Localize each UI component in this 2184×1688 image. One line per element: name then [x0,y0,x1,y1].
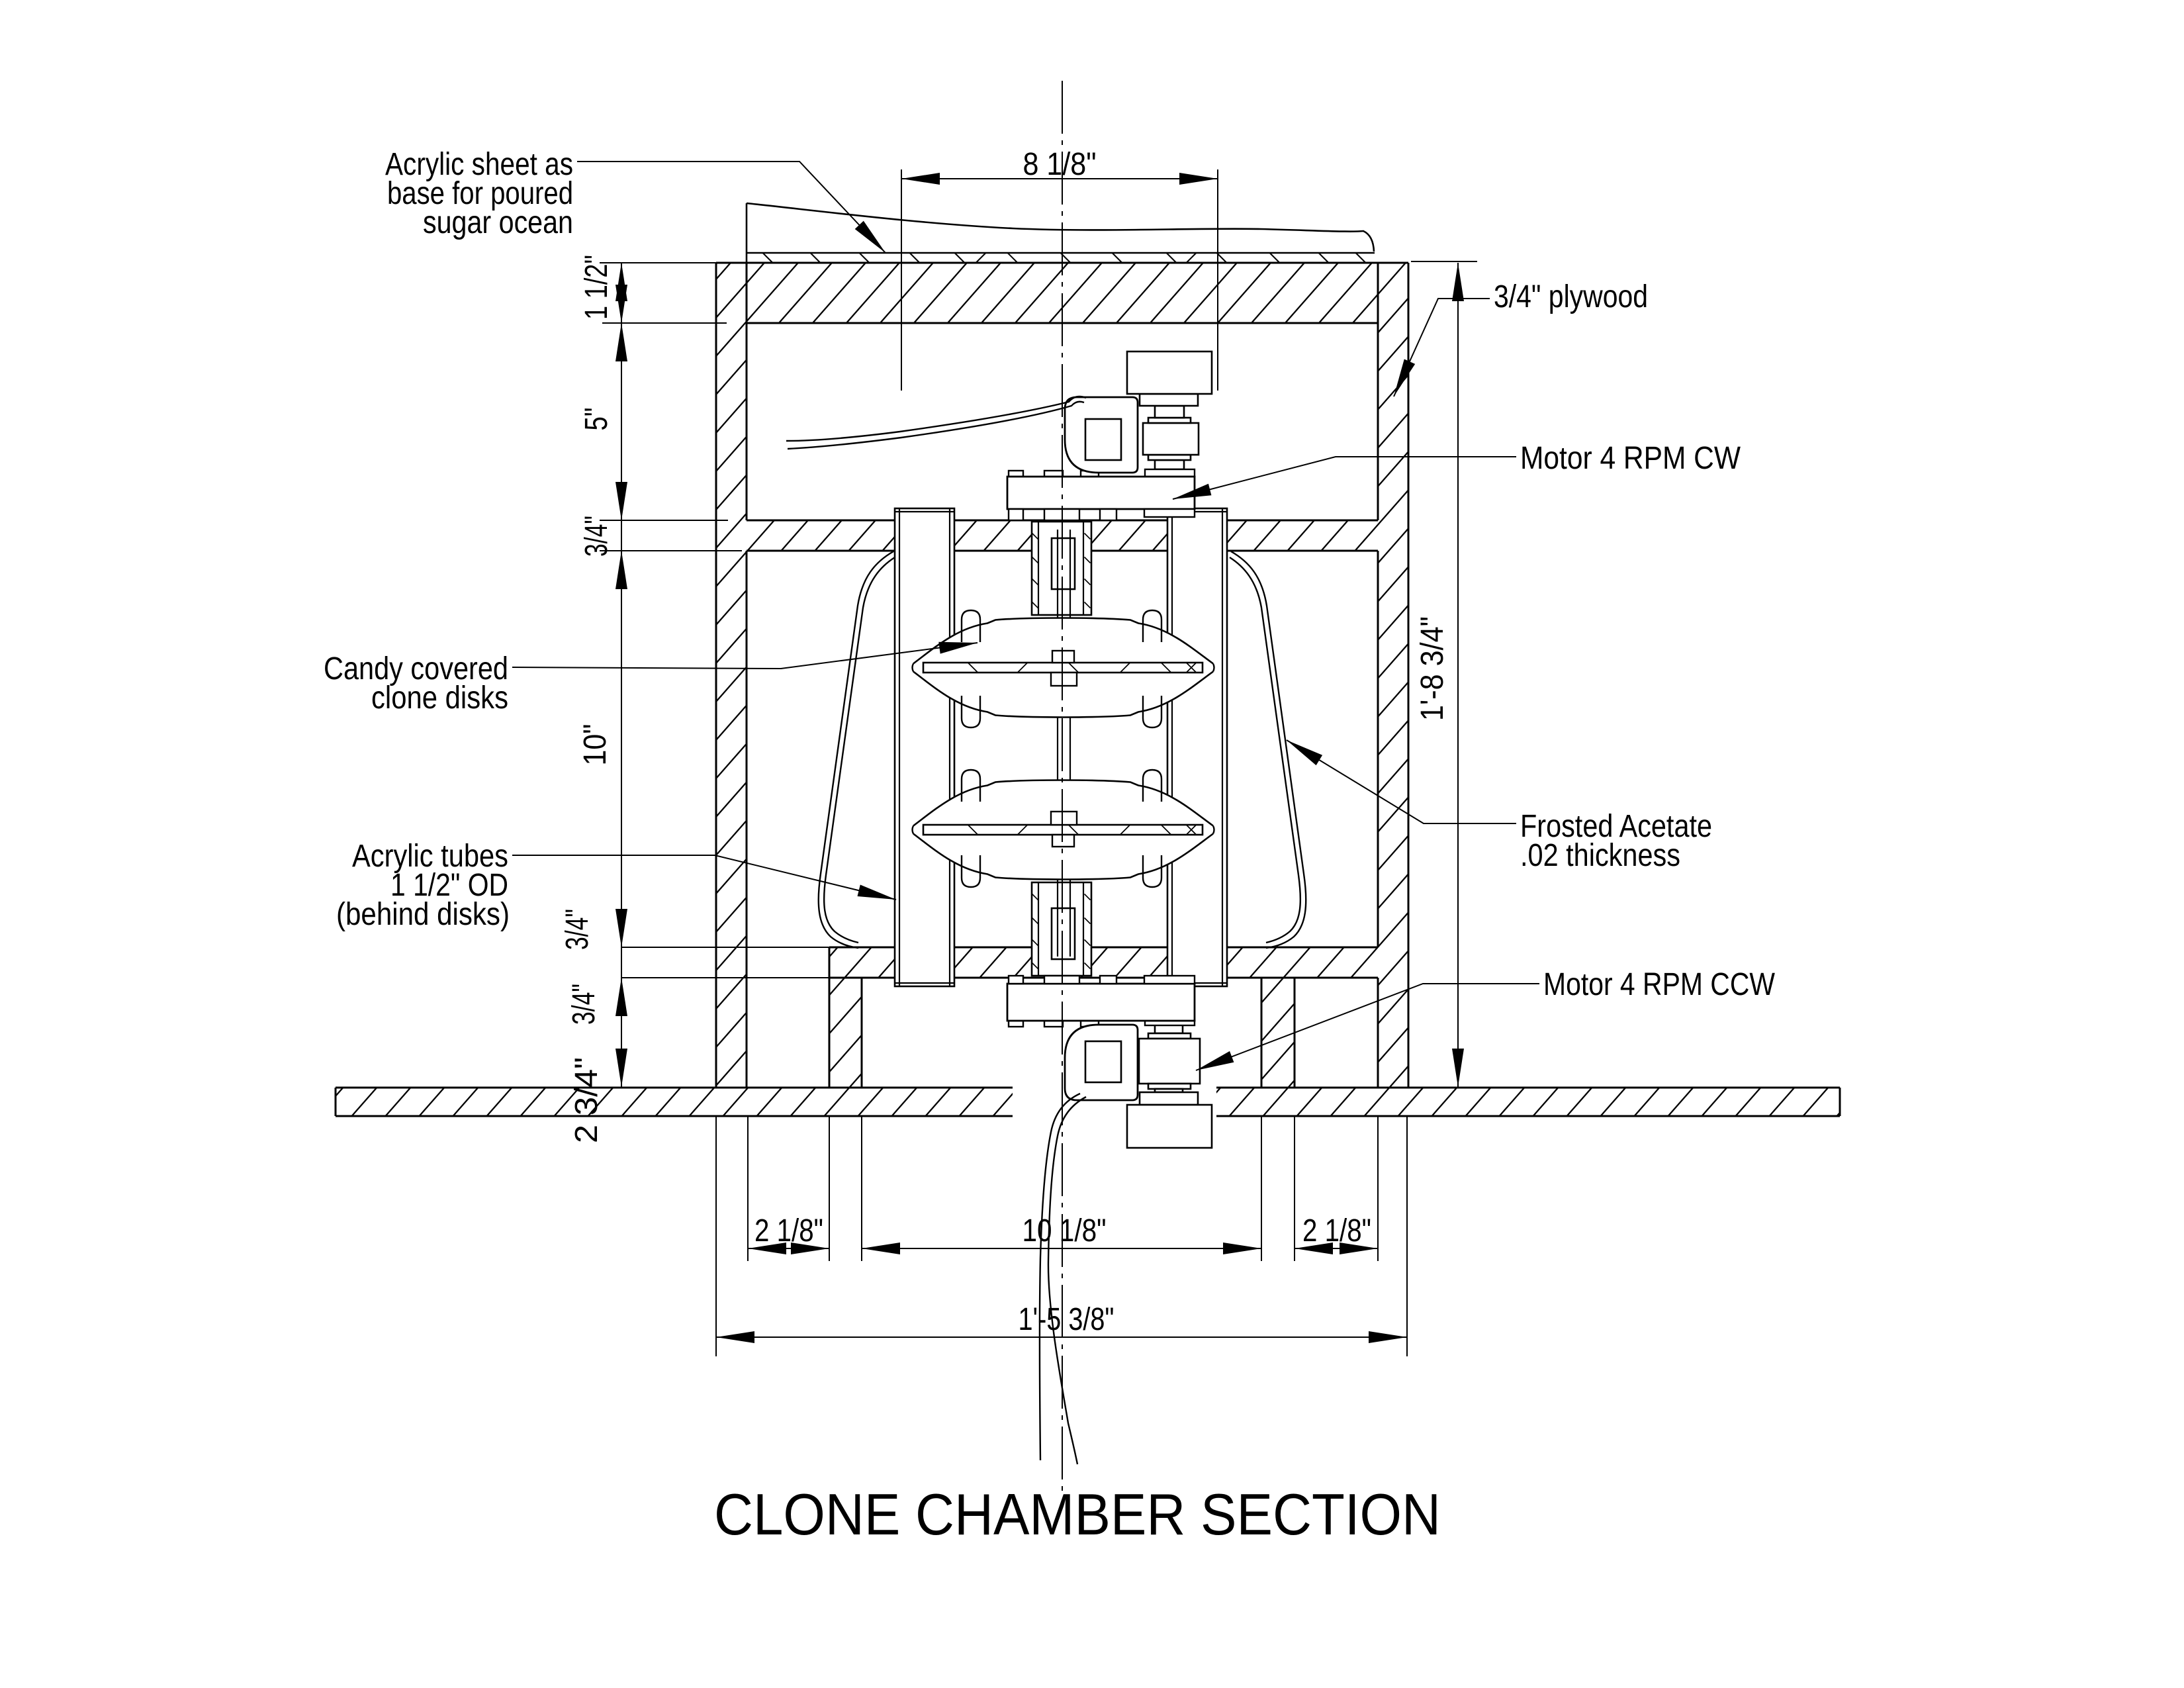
svg-text:8 1/8": 8 1/8" [1023,147,1097,182]
svg-text:1'-5 3/8": 1'-5 3/8" [1019,1302,1115,1337]
svg-text:1 1/2": 1 1/2" [579,255,614,320]
svg-text:sugar ocean: sugar ocean [423,205,573,240]
svg-text:1'-8 3/4": 1'-8 3/4" [1415,616,1450,721]
svg-text:clone disks: clone disks [371,680,508,716]
svg-text:5": 5" [579,408,614,431]
svg-text:3/4" plywood: 3/4" plywood [1494,279,1648,314]
svg-text:3/4": 3/4" [579,516,614,557]
svg-text:Motor 4 RPM CCW: Motor 4 RPM CCW [1543,967,1776,1002]
svg-text:10": 10" [578,724,613,766]
svg-text:10 1/8": 10 1/8" [1023,1213,1107,1248]
svg-text:Candy covered: Candy covered [324,651,508,686]
svg-text:Motor 4 RPM CW: Motor 4 RPM CW [1520,441,1741,476]
svg-text:Acrylic tubes: Acrylic tubes [352,839,508,874]
svg-text:(behind disks): (behind disks) [336,897,510,932]
svg-text:CLONE CHAMBER SECTION: CLONE CHAMBER SECTION [714,1481,1441,1547]
svg-text:2 1/8": 2 1/8" [754,1213,823,1248]
svg-text:2 3/4": 2 3/4" [569,1057,604,1143]
svg-text:.02 thickness: .02 thickness [1520,838,1680,873]
svg-text:base for poured: base for poured [387,176,573,211]
svg-text:2 1/8": 2 1/8" [1302,1213,1371,1248]
svg-text:1 1/2" OD: 1 1/2" OD [390,868,508,903]
svg-text:3/4": 3/4" [560,909,595,950]
svg-text:Frosted Acetate: Frosted Acetate [1520,809,1712,844]
svg-text:3/4": 3/4" [567,984,602,1025]
svg-text:Acrylic sheet as: Acrylic sheet as [385,147,573,182]
